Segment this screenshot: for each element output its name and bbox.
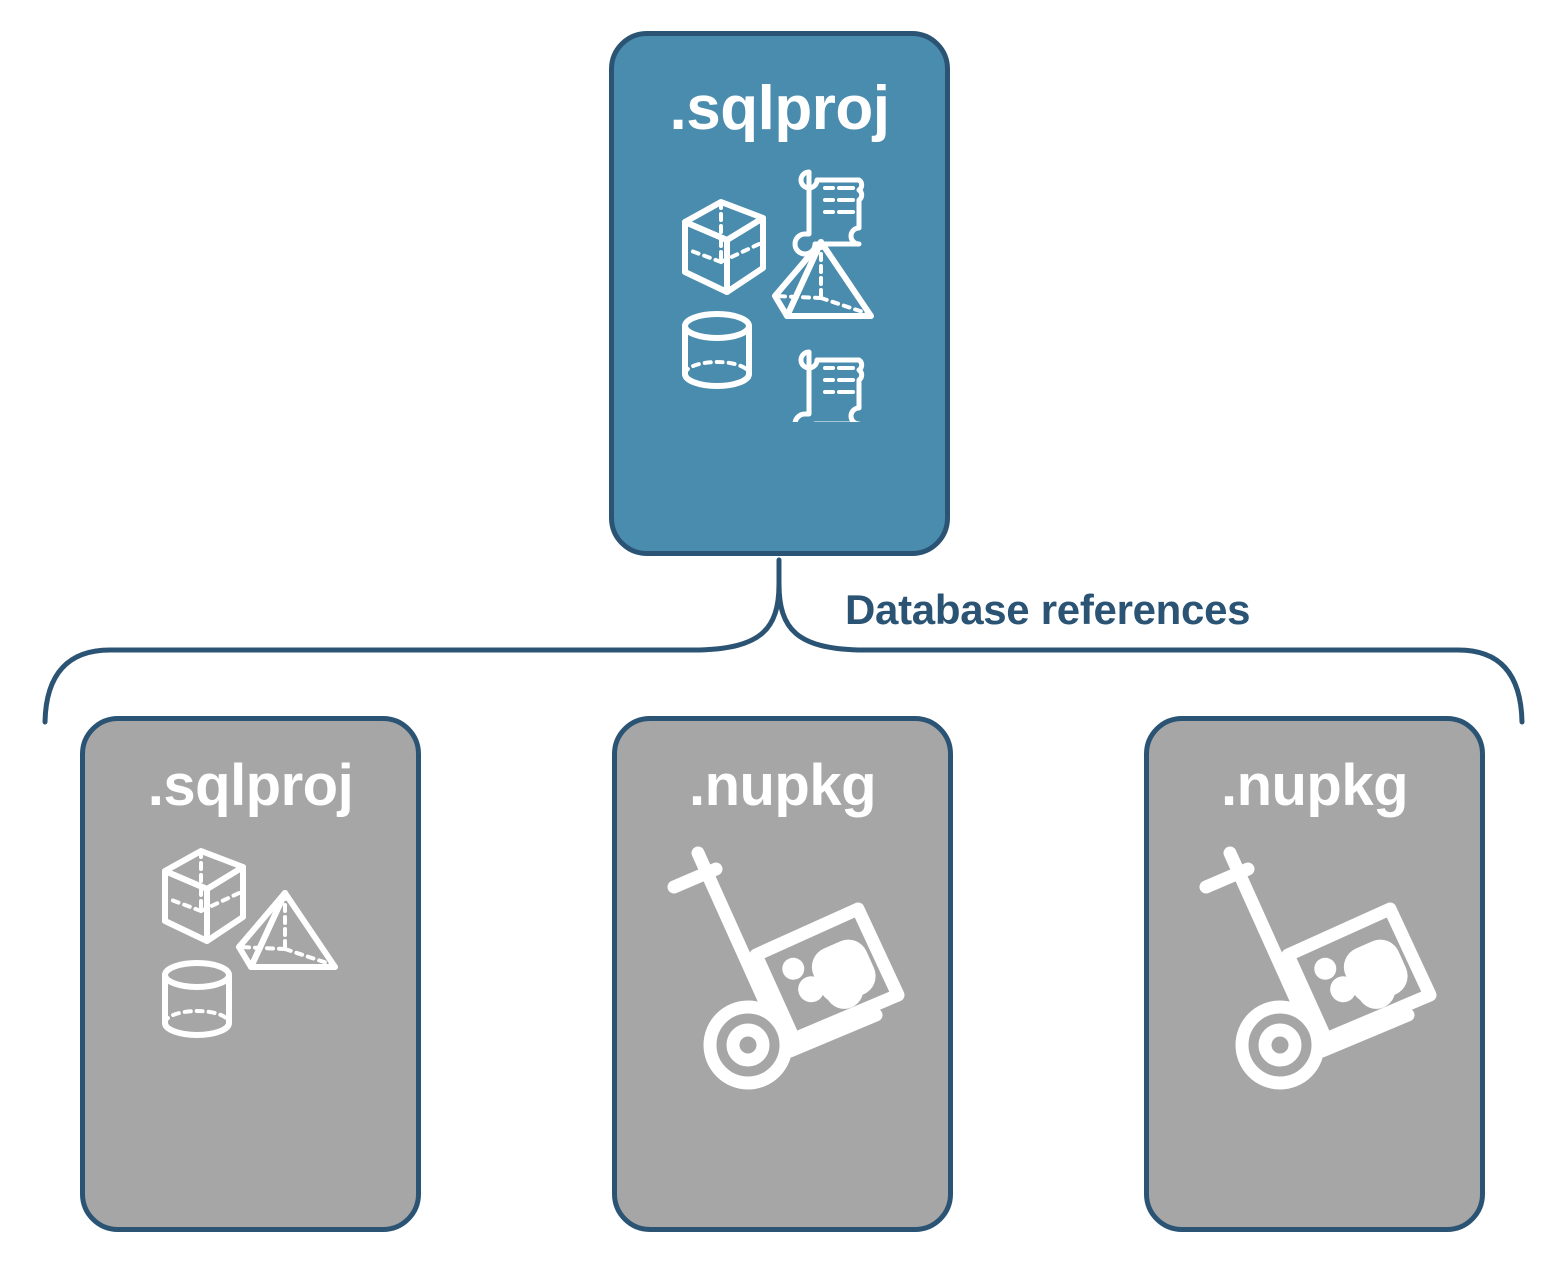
nuget-package-icon <box>667 846 904 1090</box>
database-objects-with-scripts-icon <box>681 169 874 422</box>
node-leaf-nupkg-1[interactable]: .nupkg <box>612 716 953 1232</box>
node-leaf-sqlproj[interactable]: .sqlproj <box>80 716 421 1232</box>
database-objects-icon <box>161 848 338 1038</box>
node-root-sqlproj[interactable]: .sqlproj <box>609 31 950 556</box>
database-references-label: Database references <box>845 586 1251 633</box>
node-leaf-nupkg-2-label: .nupkg <box>1220 753 1409 818</box>
node-leaf-nupkg-1-label: .nupkg <box>688 753 877 818</box>
node-root-label: .sqlproj <box>669 74 890 143</box>
nuget-package-icon <box>1199 846 1436 1090</box>
node-leaf-nupkg-2[interactable]: .nupkg <box>1144 716 1485 1232</box>
node-leaf-sqlproj-label: .sqlproj <box>147 753 354 818</box>
